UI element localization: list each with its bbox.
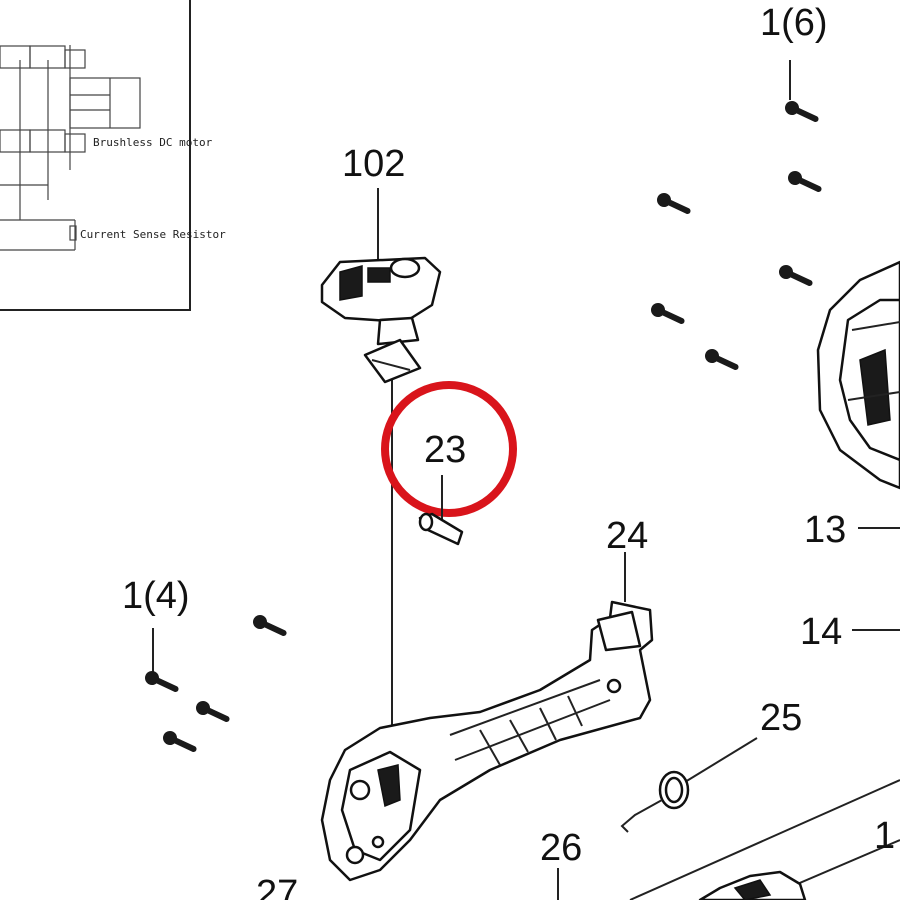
switch-part <box>320 188 442 384</box>
callout-14: 14 <box>800 611 842 653</box>
lower-part <box>557 868 807 900</box>
diagonal-guide-line <box>629 779 900 900</box>
screw-group-left <box>145 615 287 752</box>
callout-1-6: 1(6) <box>760 2 828 44</box>
callout-102: 102 <box>342 143 405 185</box>
callout-1-4: 1(4) <box>122 575 190 617</box>
schematic-label-motor: Brushless DC motor <box>93 136 213 149</box>
spring-part <box>620 737 758 833</box>
screw-group-right <box>651 60 822 370</box>
callout-26: 26 <box>540 827 582 869</box>
callout-24: 24 <box>606 515 648 557</box>
highlight-circle <box>381 381 517 517</box>
pin-part <box>418 475 464 546</box>
callout-27: 27 <box>256 873 298 900</box>
callout-25: 25 <box>760 697 802 739</box>
callout-1: 1 <box>874 815 895 857</box>
callout-23: 23 <box>424 429 466 471</box>
handle-part <box>320 552 654 882</box>
schematic-label-resistor: Current Sense Resistor <box>80 228 226 241</box>
callout-13: 13 <box>804 509 846 551</box>
circuit-schematic-inset: Brushless DC motor Current Sense Resisto… <box>0 0 226 311</box>
right-housing-part <box>816 260 900 490</box>
